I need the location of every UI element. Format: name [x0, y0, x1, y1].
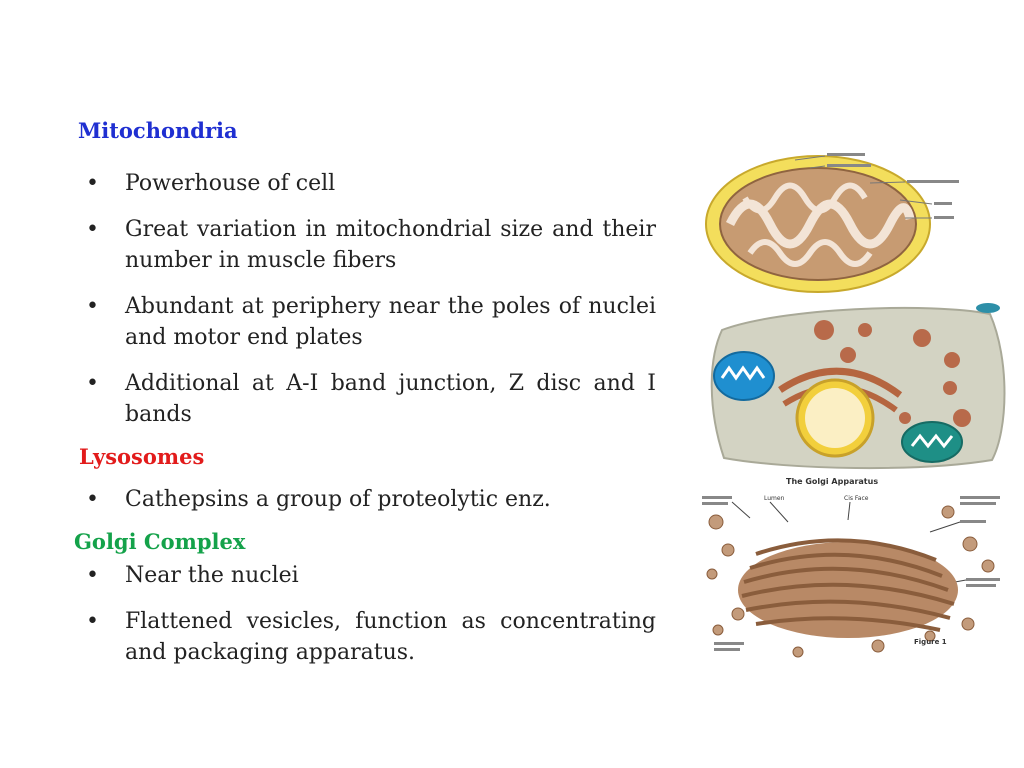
golgi-bullet-list: • Near the nuclei • Flattened vesicles, fu…	[86, 560, 656, 683]
list-item: • Cathepsins a group of proteolytic enz.	[86, 484, 656, 515]
bullet-text: Near the nuclei	[125, 563, 299, 588]
bullet-icon: •	[86, 371, 99, 396]
bullet-text: Great variation in mitochondrial size an…	[125, 217, 656, 273]
golgi-figure-title: The Golgi Apparatus	[786, 477, 878, 486]
cell-organelles-illustration	[710, 303, 1006, 470]
bullet-icon: •	[86, 563, 99, 588]
list-item: • Powerhouse of cell	[86, 168, 656, 199]
golgi-complex-heading: Golgi Complex	[74, 529, 246, 554]
bullet-text: Powerhouse of cell	[125, 171, 336, 196]
list-item: • Flattened vesicles, function as concent…	[86, 606, 656, 668]
bullet-icon: •	[86, 294, 99, 319]
mitochondria-bullet-list: • Powerhouse of cell • Great variation in …	[86, 168, 656, 445]
list-item: • Great variation in mitochondrial size a…	[86, 214, 656, 276]
golgi-figure-caption: Figure 1	[914, 638, 947, 646]
bullet-icon: •	[86, 171, 99, 196]
bullet-text: Cathepsins a group of proteolytic enz.	[125, 487, 551, 512]
mitochondria-heading: Mitochondria	[78, 118, 238, 143]
bullet-text: Flattened vesicles, function as concentr…	[125, 609, 656, 665]
golgi-figure-cis-face-label: Cis Face	[844, 495, 869, 502]
lysosomes-bullet-list: • Cathepsins a group of proteolytic enz.	[86, 484, 656, 530]
bullet-icon: •	[86, 609, 99, 634]
golgi-figure-lumen-label: Lumen	[764, 495, 785, 502]
bullet-icon: •	[86, 217, 99, 242]
list-item: • Abundant at periphery near the poles of…	[86, 291, 656, 353]
bullet-icon: •	[86, 487, 99, 512]
golgi-apparatus-illustration: The Golgi Apparatus Lumen Cis Face	[702, 477, 1000, 658]
lysosomes-heading: Lysosomes	[79, 444, 205, 469]
list-item: • Additional at A-I band junction, Z disc…	[86, 368, 656, 430]
bullet-text: Additional at A-I band junction, Z disc …	[125, 371, 656, 427]
mitochondrion-illustration	[705, 153, 959, 293]
bullet-text: Abundant at periphery near the poles of …	[125, 294, 656, 350]
list-item: • Near the nuclei	[86, 560, 656, 591]
